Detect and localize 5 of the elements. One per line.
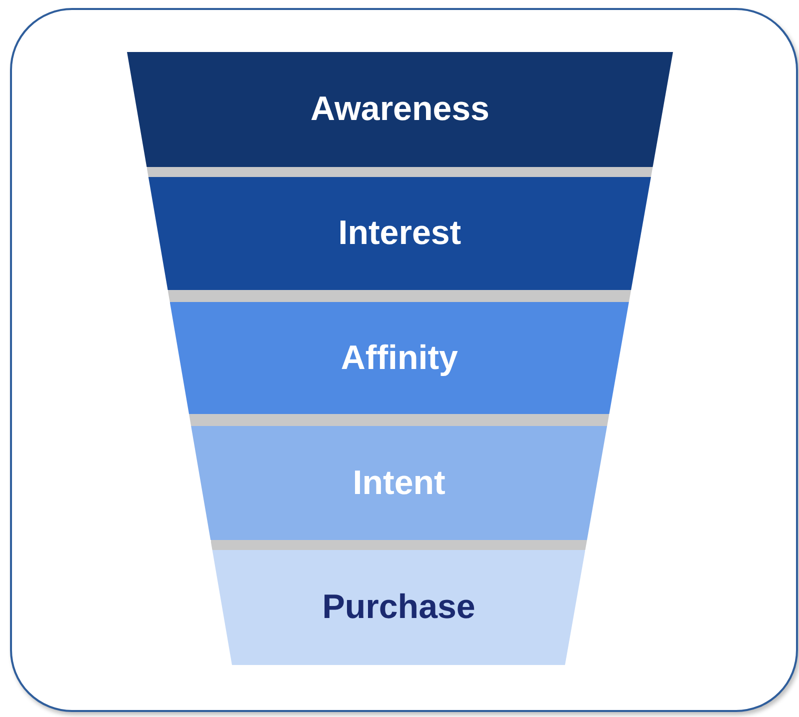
stage-label: Purchase — [322, 588, 476, 627]
stage-label: Awareness — [310, 90, 490, 129]
stage-label: Interest — [338, 214, 462, 253]
stage-label: Affinity — [340, 338, 458, 378]
stage-label: Intent — [352, 464, 446, 502]
